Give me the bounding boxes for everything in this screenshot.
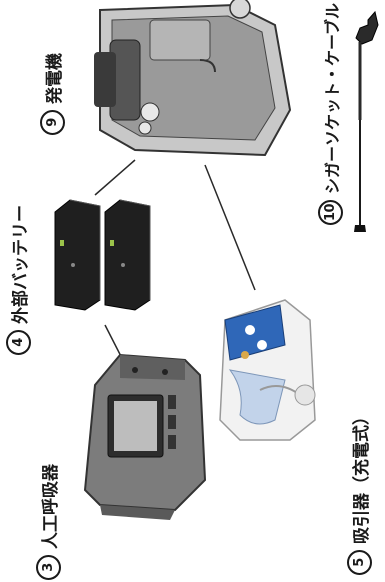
suction-device-icon [219,299,316,441]
item-label-cable: 10 シガーソケット・ケーブル [318,3,343,225]
item-number-badge: 10 [318,200,343,225]
connector-line-generator-battery [94,159,136,196]
item-label-text: 発電機 [45,53,65,104]
connector-line-generator-suction [204,164,256,291]
item-number-badge: 3 [36,555,61,580]
item-label-generator: 9 発電機 [40,53,65,135]
item-label-suction: 5 吸引器（充電式） [347,408,372,575]
item-number-badge: 5 [347,550,372,575]
item-label-text: 吸引器（充電式） [352,408,372,544]
item-number-badge: 9 [40,110,65,135]
item-label-text: シガーソケット・ケーブル [322,2,342,194]
item-label-text: 外部バッテリー [11,205,31,324]
item-number-badge: 4 [6,330,31,355]
cigarette-socket-cable-icon [354,10,379,232]
item-label-text: 人工呼吸器 [41,464,61,549]
generator-icon [94,0,292,157]
battery-icon [54,199,151,311]
item-label-ventilator: 3 人工呼吸器 [36,464,61,580]
ventilator-icon [83,353,207,520]
item-label-battery: 4 外部バッテリー [6,205,31,355]
